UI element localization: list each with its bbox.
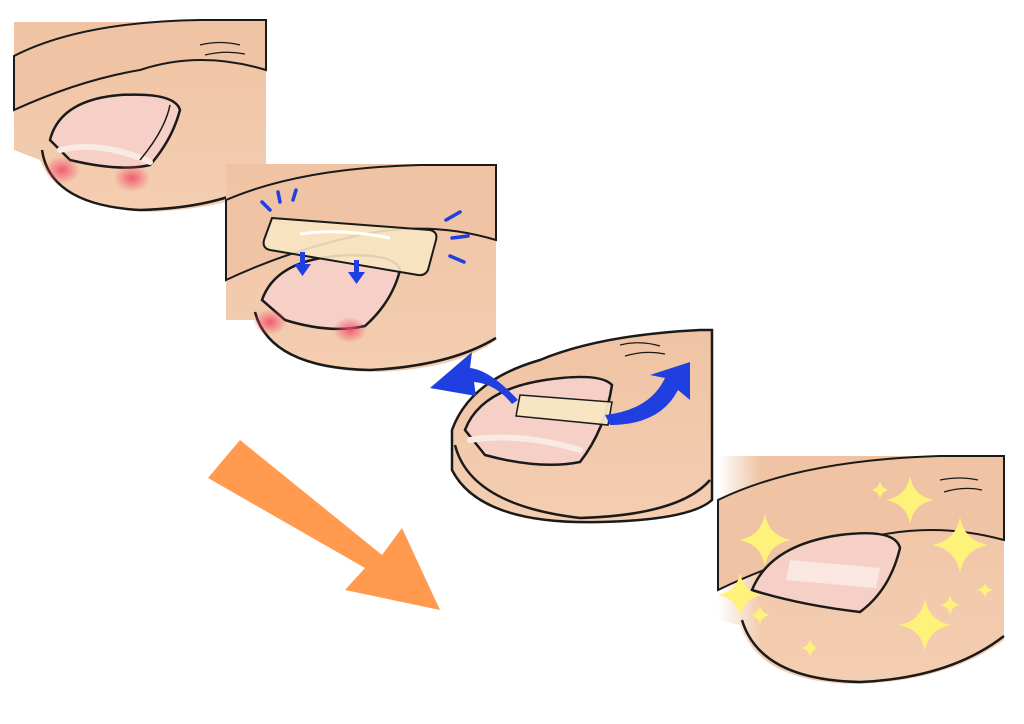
step-1-inflamed-corner-left [44,156,80,184]
step-2-tape-applied [225,164,497,374]
step-2-emphasis-ticks [260,188,470,264]
press-down-arrow-icon [294,252,365,284]
progress-arrow-icon [208,440,440,610]
lift-arrow-icon [430,352,518,404]
step-3-correction-tape [515,394,613,426]
step-4-healthy-nail [717,455,1005,684]
step-2-inflamed-corner-right [333,317,367,343]
step-3-edges-lifted [430,328,714,524]
step-1-inflamed-corner-right [114,164,150,192]
step-4-nail-shine [786,560,880,588]
step-1-upper-toe [13,19,267,112]
lift-arrow-icon [605,362,690,425]
step-2-inflamed-corner-left [253,309,287,335]
